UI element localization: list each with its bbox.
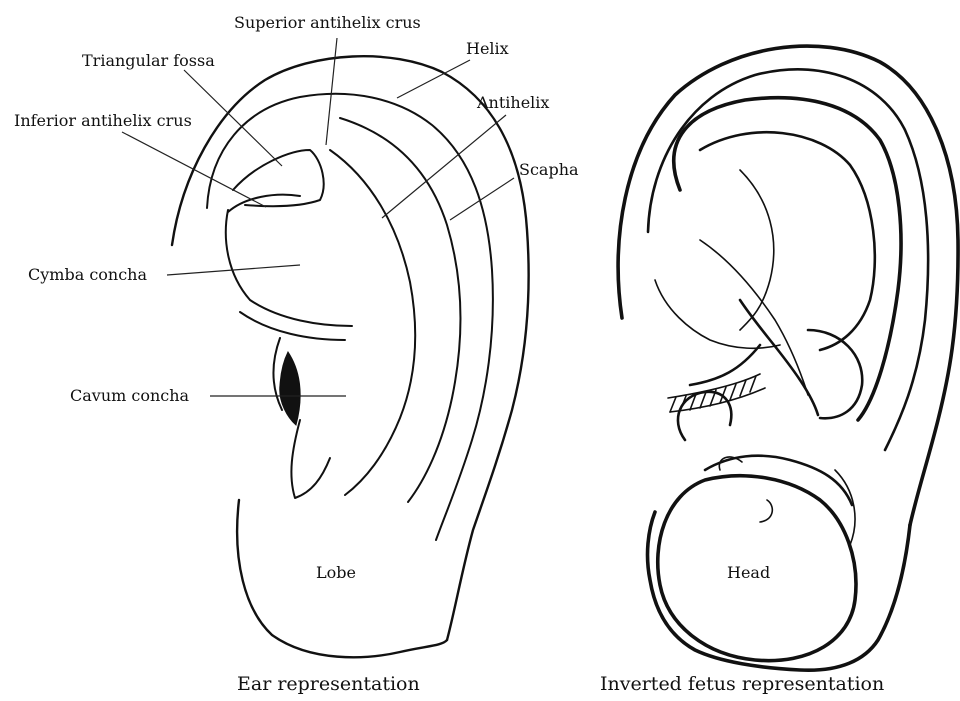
label-helix: Helix	[466, 39, 509, 58]
label-antihelix: Antihelix	[476, 93, 549, 112]
ear-leader-lines	[122, 38, 514, 396]
antitragus-line	[291, 420, 330, 498]
fetus-ear-outer-outline	[618, 46, 958, 525]
inferior-crus-line	[228, 195, 300, 212]
fetus-spine-line	[700, 132, 875, 350]
inner-helix-rim	[207, 94, 493, 540]
triangular-fossa-shape	[233, 150, 324, 206]
label-cymba-concha: Cymba concha	[28, 265, 147, 284]
label-lobe: Lobe	[316, 563, 356, 582]
label-inferior-antihelix-crus: Inferior antihelix crus	[14, 111, 192, 130]
fetus-inner-detail	[655, 280, 780, 348]
fetus-cord-line	[740, 300, 818, 415]
caption-ear-representation: Ear representation	[237, 673, 420, 695]
helix-crus-line	[226, 210, 352, 326]
leader-inferior-antihelix-crus	[122, 132, 266, 207]
label-superior-antihelix-crus: Superior antihelix crus	[234, 13, 421, 32]
leader-superior-antihelix-crus	[326, 38, 337, 145]
fetus-hand-loop	[678, 392, 731, 440]
label-scapha: Scapha	[519, 160, 579, 179]
ear-canal-icon	[280, 352, 300, 425]
fetus-head-ear	[760, 500, 772, 522]
label-head: Head	[727, 563, 770, 582]
fetus-ear-inner-rim	[648, 69, 928, 450]
label-cavum-concha: Cavum concha	[70, 386, 190, 405]
leader-antihelix	[382, 115, 506, 218]
label-triangular-fossa: Triangular fossa	[82, 51, 215, 70]
leader-scapha	[450, 178, 514, 220]
caption-inverted-fetus: Inverted fetus representation	[600, 673, 884, 695]
leader-triangular-fossa	[184, 70, 282, 166]
fetus-ear-lobe-outline	[648, 512, 910, 670]
outer-helix-outline	[172, 56, 529, 640]
fetus-drawing	[618, 46, 958, 670]
leader-helix	[397, 60, 470, 98]
